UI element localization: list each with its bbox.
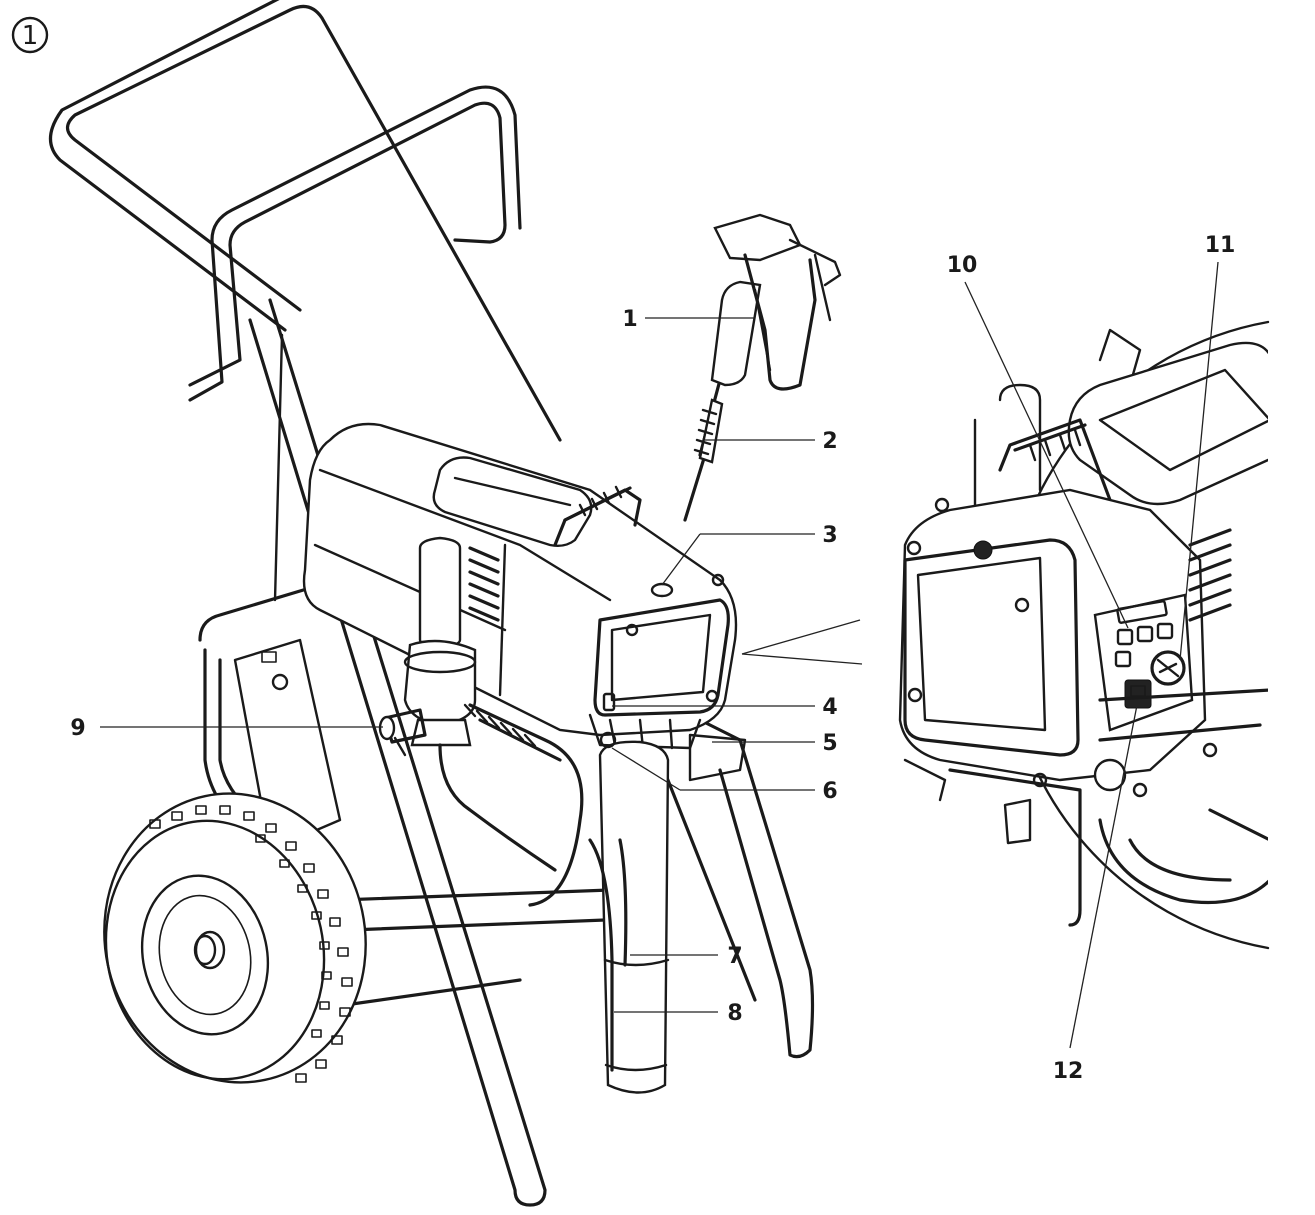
motor-housing	[302, 422, 738, 750]
main-machine-drawing	[48, 0, 842, 1207]
callout-numbers: 1 2 3 4 5 6 7 8 9 10 11 12	[70, 233, 1235, 1084]
spray-gun	[683, 213, 842, 522]
detail-zoom-content	[898, 328, 1268, 927]
callout-2: 2	[822, 429, 837, 454]
leader-10	[964, 281, 1129, 629]
callout-8: 8	[727, 1001, 742, 1026]
cart-handle-outer	[48, 0, 562, 602]
cart-wheel	[103, 792, 367, 1084]
leader-lines	[100, 261, 1219, 1049]
leader-12	[1069, 699, 1139, 1049]
callout-4: 4	[822, 695, 837, 720]
callout-11: 11	[1205, 233, 1236, 258]
vent-slots	[468, 546, 500, 622]
callout-9: 9	[70, 716, 85, 741]
cart-handle-inner	[188, 85, 522, 402]
leader-11	[1179, 261, 1219, 661]
leader-3	[661, 533, 701, 586]
figure-number: 1	[22, 21, 39, 51]
hose-spiral	[463, 703, 537, 748]
detail-vents	[1188, 528, 1232, 622]
callout-10: 10	[947, 253, 978, 278]
callout-1: 1	[622, 307, 637, 332]
callout-6: 6	[822, 779, 837, 804]
callout-5: 5	[822, 731, 837, 756]
figure-number-badge: 1	[11, 16, 49, 54]
callout-7: 7	[727, 944, 742, 969]
leader-6	[611, 747, 681, 791]
callout-12: 12	[1053, 1059, 1084, 1084]
filter-column	[378, 536, 747, 1094]
control-panel	[1093, 593, 1194, 732]
cart-frame	[198, 298, 815, 1207]
callout-3: 3	[822, 523, 837, 548]
detail-inset	[741, 320, 1270, 950]
